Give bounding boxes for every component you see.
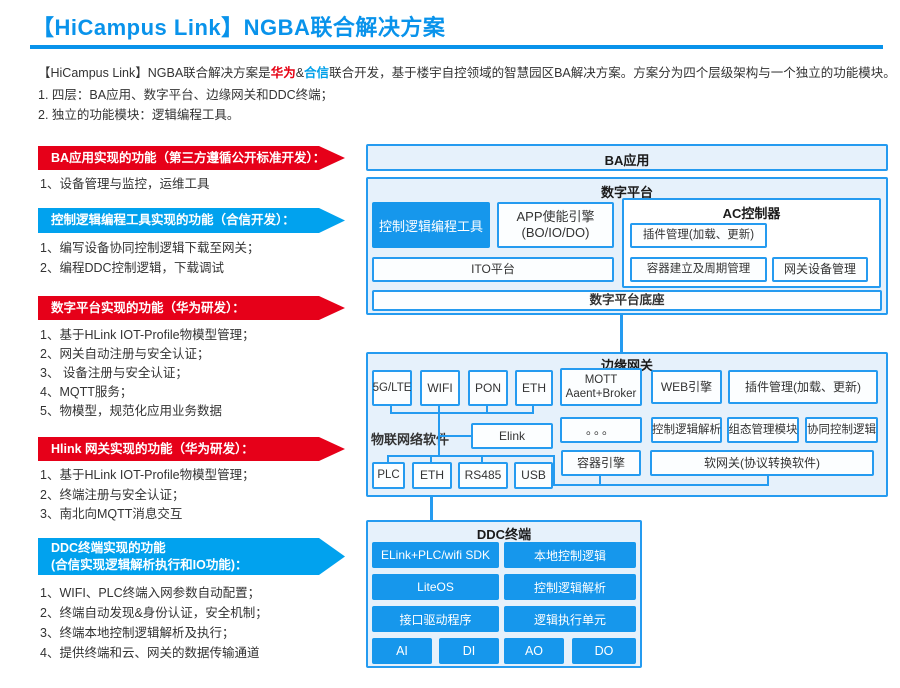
box-config-module: 组态管理模块 [727,417,799,443]
box-plugin-management: 插件管理(加载、更新) [630,223,767,248]
feature-item: 3、终端本地控制逻辑解析及执行； [40,626,235,640]
box-elink-sdk: ELink+PLC/wifi SDK [372,542,499,568]
layer-title: 数字平台 [600,185,653,200]
box-ellipsis: 。。。 [560,417,642,443]
banner-ddc-terminal: DDC终端实现的功能 (合信实现逻辑解析执行和IO功能)： [38,538,345,575]
box-web-engine: WEB引擎 [651,370,722,404]
box-eth-south: ETH [412,462,452,489]
box-title: AC控制器 [722,206,781,221]
box-platform-base: 数字平台底座 [372,290,882,311]
intro-paragraph: 【HiCampus Link】NGBA联合解决方案是华为&合信联合开发，基于楼宇… [38,62,896,81]
connector-bus-bottom [387,455,555,457]
box-interface-driver: 接口驱动程序 [372,606,499,632]
feature-item: 4、MQTT服务； [40,385,133,399]
connector-stub [767,476,769,485]
box-elink: Elink [471,423,553,449]
box-local-control-logic: 本地控制逻辑 [504,542,636,568]
box-label-line1: APP使能引擎 [516,208,595,224]
box-pon: PON [468,370,508,406]
box-usb: USB [514,462,553,489]
connector-stub [599,476,601,485]
box-gateway-device-mgmt: 网关设备管理 [772,257,868,282]
box-5g-lte: 5G/LTE [372,370,412,406]
feature-item: 1、基于HLink IOT-Profile物模型管理； [40,328,255,342]
connector-elbow [553,455,555,486]
connector-elink [438,435,471,437]
banner-title: BA应用实现的功能（第三方遵循公开标准开发）： [51,150,326,165]
connector-stub [481,457,483,462]
box-rs485: RS485 [458,462,508,489]
connector-bus-top [390,412,534,414]
connector-stub [486,406,488,412]
intro-line-2: 2. 独立的功能模块：逻辑编程工具。 [38,108,240,122]
box-logic-parse-gw: 控制逻辑解析 [651,417,722,443]
feature-item: 2、终端注册与安全认证； [40,488,185,502]
banner-title-line2: (合信实现逻辑解析执行和IO功能)： [51,557,248,572]
box-io-ai: AI [372,638,432,664]
label-iot-network-software: 物联网络软件 [371,432,450,447]
box-ito-platform: ITO平台 [372,257,614,282]
title-underline [30,45,883,49]
intro-line-1: 1. 四层：BA应用、数字平台、边缘网关和DDC终端； [38,88,334,102]
connector-stub [438,406,440,412]
banner-title: 数字平台实现的功能（华为研发）： [51,300,245,315]
connector-stub [390,406,392,412]
connector-stub [430,457,432,462]
layer-title: BA应用 [604,153,650,168]
banner-title: 控制逻辑编程工具实现的功能（合信开发）： [51,213,295,228]
box-label-line1: MOTT [584,373,618,386]
connector-stub [532,406,534,412]
feature-item: 4、提供终端和云、网关的数据传输通道 [40,646,260,660]
vendor-hexin: 合信 [304,66,330,80]
vendor-huawei: 华为 [270,66,296,80]
feature-item: 2、终端自动发现&身份认证，安全机制； [40,606,268,620]
connector-bus-right [553,484,769,486]
box-logic-parse-ddc: 控制逻辑解析 [504,574,636,600]
feature-item: 2、网关自动注册与安全认证； [40,347,210,361]
intro-text-post: 联合开发，基于楼宇自控领域的智慧园区BA解决方案。方案分为四个层级架构与一个独立… [329,66,896,80]
feature-item: 1、基于HLink IOT-Profile物模型管理； [40,468,255,482]
box-io-di: DI [439,638,499,664]
box-coop-control-logic: 协同控制逻辑 [805,417,878,443]
feature-item: 1、编写设备协同控制逻辑下载至网关； [40,241,260,255]
box-plc: PLC [372,462,405,489]
feature-item: 3、 设备注册与安全认证； [40,366,188,380]
box-plugin-management-gw: 插件管理(加载、更新) [728,370,878,404]
feature-item: 5、物模型，规范化应用业务数据 [40,404,222,418]
intro-joiner: & [295,66,305,80]
box-mqtt-agent-broker: MOTT Aaent+Broker [560,368,642,406]
box-logic-exec-unit: 逻辑执行单元 [504,606,636,632]
box-container-lifecycle: 容器建立及周期管理 [630,257,767,282]
feature-item: 1、WIFI、PLC终端入网参数自动配置； [40,586,261,600]
box-liteos: LiteOS [372,574,499,600]
box-io-ao: AO [504,638,564,664]
page-title: 【HiCampus Link】NGBA联合解决方案 [32,15,446,40]
box-label-line2: (BO/IO/DO) [521,225,590,240]
box-logic-programming-tool: 控制逻辑编程工具 [372,202,490,248]
feature-item: 2、编程DDC控制逻辑，下载调试 [40,261,225,275]
layer-ba-app: BA应用 [366,144,888,171]
connector-platform-gateway [620,315,623,352]
box-container-engine: 容器引擎 [561,450,641,476]
banner-hlink-gateway: Hlink 网关实现的功能（华为研发）： [38,437,345,461]
box-label-line2: Aaent+Broker [565,388,637,400]
box-wifi: WIFI [420,370,460,406]
banner-logic-tool: 控制逻辑编程工具实现的功能（合信开发）： [38,208,345,233]
layer-title: DDC终端 [476,527,532,542]
box-soft-gateway: 软网关(协议转换软件) [650,450,874,476]
feature-item: 1、设备管理与监控，运维工具 [40,177,210,191]
connector-stub [387,457,389,462]
connector-drop [438,412,440,455]
banner-digital-platform: 数字平台实现的功能（华为研发）： [38,296,345,320]
feature-item: 3、南北向MQTT消息交互 [40,507,183,521]
banner-ba-app: BA应用实现的功能（第三方遵循公开标准开发）： [38,146,345,170]
banner-title: Hlink 网关实现的功能（华为研发）： [51,441,254,456]
intro-text-pre: 【HiCampus Link】NGBA联合解决方案是 [38,66,271,80]
box-io-do: DO [572,638,636,664]
box-eth-north: ETH [515,370,553,406]
connector-gateway-ddc [430,497,433,520]
banner-title: DDC终端实现的功能 [51,541,166,556]
box-app-engine: APP使能引擎 (BO/IO/DO) [497,202,614,248]
